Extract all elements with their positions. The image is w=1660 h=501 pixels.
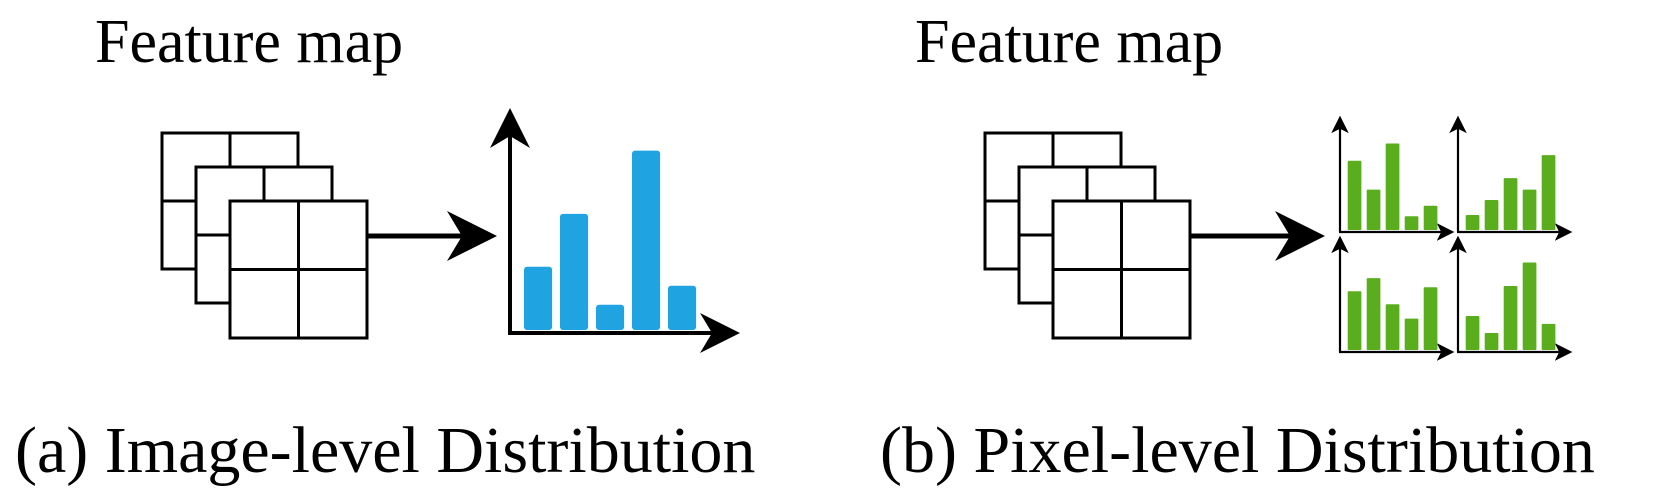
panel-a: Feature map (a) Image-l [15, 8, 755, 487]
panel-b-histogram-bottom-right-bar-3 [1503, 286, 1518, 350]
panel-a-histogram-bar-5 [668, 285, 697, 330]
panel-a-histogram-bar-1 [524, 266, 553, 330]
panel-b-histogram-bottom-left-bar-5 [1423, 287, 1438, 350]
panel-b-histogram-bottom-left-bar-2 [1366, 278, 1381, 350]
panel-a-caption: (a) Image-level Distribution [15, 414, 755, 487]
panel-b-histogram-bottom-right-bar-4 [1522, 262, 1537, 350]
panel-b-histogram-top-left-bar-2 [1366, 189, 1381, 230]
panel-b-caption: (b) Pixel-level Distribution [880, 414, 1595, 487]
panel-a-title: Feature map [95, 8, 403, 76]
panel-b-histogram-top-left [1331, 115, 1455, 241]
panel-a-feature-map-stack [160, 131, 369, 340]
panel-a-histogram-bar-4 [632, 150, 661, 330]
panel-b-histogram-top-left-bar-5 [1423, 205, 1438, 230]
panel-b-histogram-top-right-bar-1 [1465, 215, 1480, 230]
panel-b: Feature map (b) Pixel-level Distribution [880, 8, 1595, 487]
panel-b-histogram-bottom-left-bar-1 [1347, 291, 1362, 350]
panel-b-histogram-bottom-right-bar-1 [1465, 316, 1480, 350]
panel-a-bars [524, 150, 697, 330]
panel-b-title: Feature map [915, 8, 1223, 76]
panel-b-histogram-top-left-bar-3 [1385, 143, 1400, 230]
panel-b-histogram-top-left-bar-1 [1347, 160, 1362, 230]
panel-b-feature-map-stack [983, 131, 1192, 340]
panel-a-histogram-bar-2 [560, 213, 589, 330]
panel-b-histogram-top-left-bar-4 [1404, 216, 1419, 230]
panel-b-histogram-top-right [1449, 115, 1573, 241]
feature-map-layer-front [228, 199, 369, 340]
panel-b-histogram-bottom-left-bar-4 [1404, 318, 1419, 350]
panel-b-histogram-bottom-right [1449, 235, 1573, 361]
panel-b-histogram-bottom-left-bar-3 [1385, 304, 1400, 350]
panel-b-histogram-top-right-bar-2 [1484, 200, 1499, 230]
panel-b-histogram-top-right-bar-5 [1541, 155, 1556, 230]
panel-b-histogram-bottom-right-bar-5 [1541, 323, 1556, 350]
panel-b-histogram-bottom-right-bar-2 [1484, 333, 1499, 350]
panel-a-histogram [490, 108, 740, 353]
feature-map-layer-front [1051, 199, 1192, 340]
panel-a-histogram-bar-3 [596, 304, 625, 330]
panel-b-histogram-bottom-left [1331, 235, 1455, 361]
panel-b-histogram-grid [1331, 115, 1573, 361]
panel-b-histogram-top-right-bar-4 [1522, 189, 1537, 230]
panel-b-histogram-top-right-bar-3 [1503, 178, 1518, 230]
